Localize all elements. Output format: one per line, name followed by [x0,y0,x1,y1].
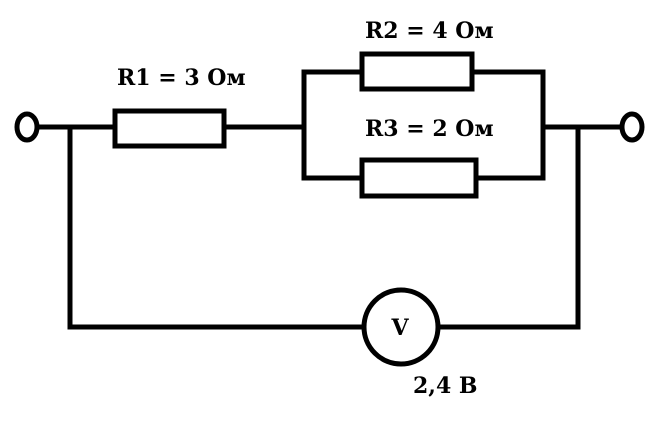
r2-label: R2 = 4 Ом [365,18,494,44]
r3-label: R3 = 2 Ом [365,116,494,142]
resistor-r3 [359,157,479,199]
resistor-r2 [359,51,475,92]
voltmeter-circle [361,287,441,367]
r1-label: R1 = 3 Ом [117,65,246,91]
left-terminal [14,111,40,143]
voltmeter-symbol: V [390,315,409,341]
right-terminal [619,111,645,143]
resistor-r1 [112,108,227,149]
voltmeter-reading: 2,4 В [413,373,478,399]
